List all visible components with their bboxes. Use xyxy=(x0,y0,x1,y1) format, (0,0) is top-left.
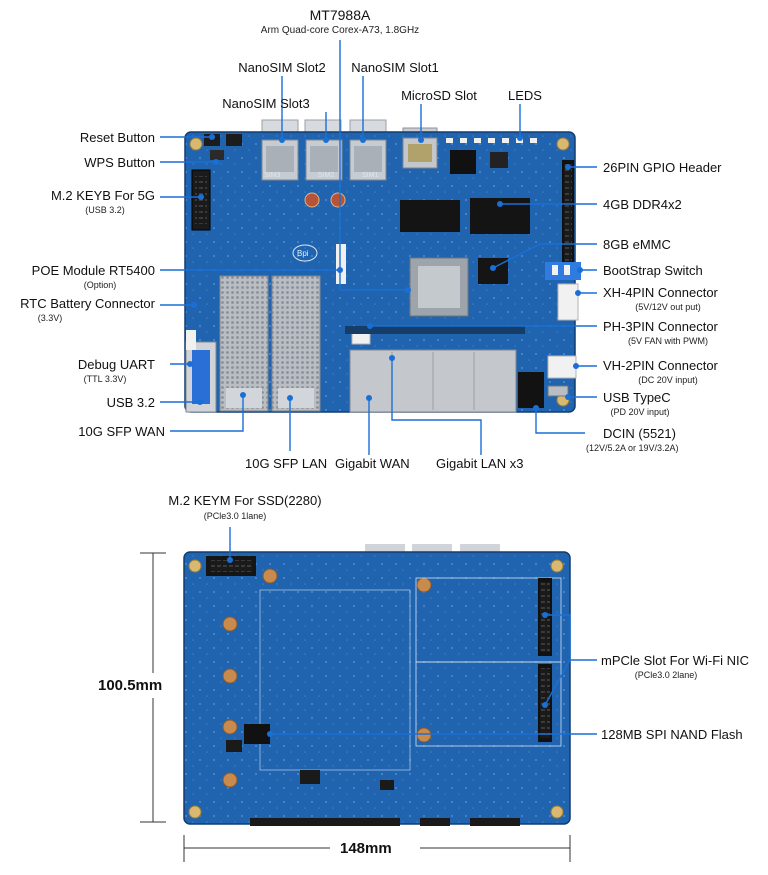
leds-label: LEDS xyxy=(508,88,542,103)
nanosim-slot1-label: NanoSIM Slot1 xyxy=(351,60,439,75)
sfp-lan-label: 10G SFP LAN xyxy=(245,456,328,471)
bootstrap-label: BootStrap Switch xyxy=(603,263,703,278)
usb32-label: USB 3.2 xyxy=(106,395,155,410)
gigabit-lan-label: Gigabit LAN x3 xyxy=(436,456,524,471)
poe-module-label: POE Module RT5400 xyxy=(31,263,155,278)
height-dimension: 100.5mm xyxy=(98,677,163,694)
silk-bpi: Bpi xyxy=(297,249,309,258)
gpio-header-label: 26PIN GPIO Header xyxy=(603,160,722,175)
debug-note: (TTL 3.3V) xyxy=(83,374,127,384)
top-leader-lines xyxy=(160,40,597,455)
rtc-note: (3.3V) xyxy=(37,313,63,323)
dcin-note: (12V/5.2A or 19V/3.2A) xyxy=(586,443,679,453)
emmc-label: 8GB eMMC xyxy=(603,237,671,252)
ph3pin-label: PH-3PIN Connector xyxy=(603,319,718,334)
width-dimension: 148mm xyxy=(340,840,392,857)
rtc-battery-label: RTC Battery Connector xyxy=(20,296,155,311)
microsd-slot-label: MicroSD Slot xyxy=(401,88,477,103)
dcin-label: DCIN (5521) xyxy=(603,426,676,441)
wps-button-label: WPS Button xyxy=(84,155,155,170)
m2-keyb-note: (USB 3.2) xyxy=(85,205,125,215)
m2-keyb-label: M.2 KEYB For 5G xyxy=(50,188,155,203)
bottom-pcb xyxy=(183,551,571,825)
ph3pin-note: (5V FAN with PWM) xyxy=(627,336,708,346)
bottom-leader-lines xyxy=(229,527,597,735)
m2-keym-note: (PCle3.0 1lane) xyxy=(203,511,267,521)
reset-button-label: Reset Button xyxy=(79,130,155,145)
bottom-leader-dots xyxy=(227,557,548,737)
nanosim-slot3-label: NanoSIM Slot3 xyxy=(222,96,310,111)
bottom-board xyxy=(183,544,571,826)
xh4pin-label: XH-4PIN Connector xyxy=(603,285,718,300)
usb-typec-note: (PD 20V input) xyxy=(610,407,670,417)
xh4pin-note: (5V/12V out put) xyxy=(635,302,701,312)
silk-sim3: SIM3 xyxy=(264,172,281,179)
top-leader-dots xyxy=(187,134,583,411)
top-board xyxy=(184,119,581,413)
usb-typec-label: USB TypeC xyxy=(603,390,671,405)
mpcie-label: mPCle Slot For Wi-Fi NIC xyxy=(601,653,750,668)
vh2pin-label: VH-2PIN Connector xyxy=(603,358,718,373)
gigabit-wan-label: Gigabit WAN xyxy=(335,456,410,471)
sfp-wan-label: 10G SFP WAN xyxy=(78,424,165,439)
ddr-label: 4GB DDR4x2 xyxy=(603,197,682,212)
poe-note: (Option) xyxy=(83,280,117,290)
vh2pin-note: (DC 20V input) xyxy=(638,375,698,385)
dimension-lines xyxy=(140,552,571,862)
spi-nand-label: 128MB SPI NAND Flash xyxy=(601,727,743,742)
debug-uart-label: Debug UART xyxy=(77,357,155,372)
nanosim-slot2-label: NanoSIM Slot2 xyxy=(238,60,326,75)
mpcie-note: (PCle3.0 2lane) xyxy=(634,670,698,680)
soc-description: Arm Quad-core Corex-A73, 1.8GHz xyxy=(260,25,420,36)
silk-sim1: SIM1 xyxy=(362,172,379,179)
silk-sim2: SIM2 xyxy=(318,172,335,179)
m2-keym-label: M.2 KEYM For SSD(2280) xyxy=(168,493,322,508)
soc-title: MT7988A xyxy=(309,7,371,23)
